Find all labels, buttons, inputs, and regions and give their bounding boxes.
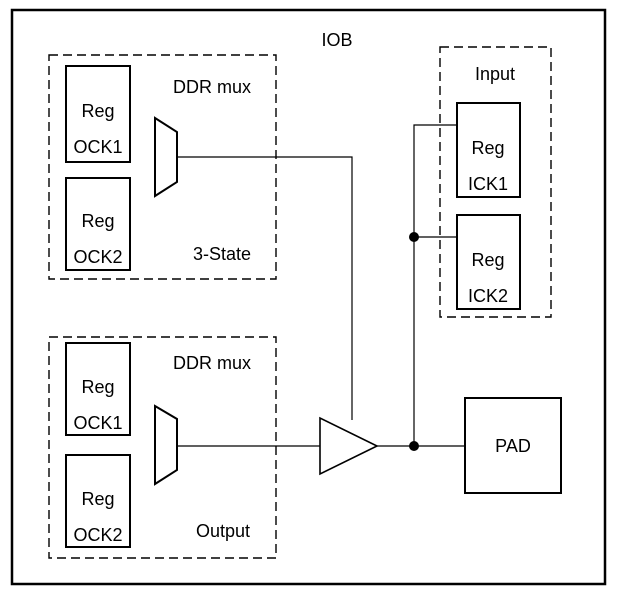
output-mux-label: DDR mux <box>173 353 251 373</box>
input-reg2-clock: ICK2 <box>468 286 508 306</box>
tristate-mux-symbol <box>154 116 178 198</box>
tristate-enable-wire <box>177 156 353 420</box>
input-reg1-box <box>456 102 521 198</box>
tristate-reg1-clock: OCK1 <box>73 137 122 157</box>
tristate-reg1-box <box>65 65 131 163</box>
pad-label: PAD <box>495 436 531 456</box>
output-mux-symbol <box>154 404 178 486</box>
input-reg1-name: Reg <box>471 138 504 158</box>
output-buffer-symbol <box>319 416 379 476</box>
tristate-reg2-clock: OCK2 <box>73 247 122 267</box>
tristate-reg2-box <box>65 177 131 271</box>
input-reg2-name: Reg <box>471 250 504 270</box>
output-group-box <box>48 336 277 559</box>
output-reg1-clock: OCK1 <box>73 413 122 433</box>
output-reg1-box <box>65 342 131 436</box>
tristate-group-label: 3-State <box>193 244 251 264</box>
output-reg2-box <box>65 454 131 548</box>
input-junction-dot <box>409 232 419 242</box>
output-reg1-name: Reg <box>81 377 114 397</box>
pad-junction-dot <box>409 441 419 451</box>
input-reg2-box <box>456 214 521 310</box>
iob-outer-frame <box>10 8 607 586</box>
tristate-reg2-name: Reg <box>81 211 114 231</box>
tristate-reg1-name: Reg <box>81 101 114 121</box>
output-group-label: Output <box>196 521 250 541</box>
tristate-group-box <box>48 54 277 280</box>
output-reg2-clock: OCK2 <box>73 525 122 545</box>
pad-to-input-wire <box>413 124 457 446</box>
tristate-mux-label: DDR mux <box>173 77 251 97</box>
pad-box <box>464 397 562 494</box>
input-reg1-clock: ICK1 <box>468 174 508 194</box>
input-group-label: Input <box>475 64 515 84</box>
iob-title: IOB <box>321 30 352 50</box>
input-group-box <box>439 46 552 318</box>
output-reg2-name: Reg <box>81 489 114 509</box>
